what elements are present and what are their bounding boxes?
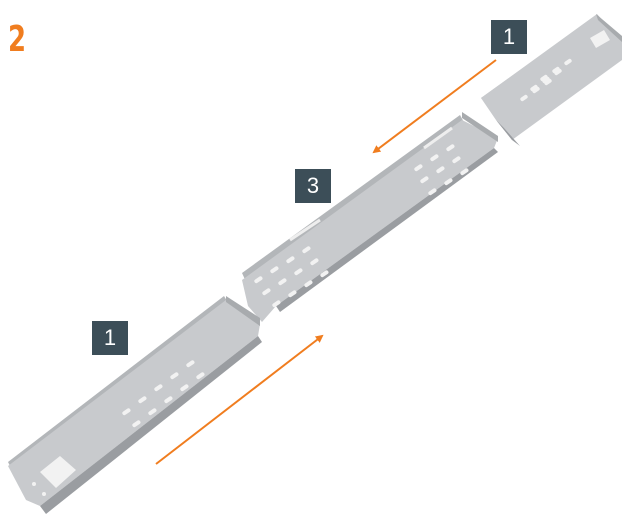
arrow-icon (372, 59, 497, 154)
arrow-icon (155, 334, 324, 465)
part-label-top: 1 (491, 20, 527, 54)
part-label-bottom: 1 (92, 321, 128, 355)
tray-segment-bottom (8, 296, 262, 514)
part-label-middle: 3 (295, 169, 331, 203)
part-label-bottom-text: 1 (103, 325, 117, 350)
tray-segment-middle (242, 112, 498, 322)
step-number: 2 (8, 19, 27, 60)
part-label-middle-text: 3 (306, 173, 320, 198)
part-label-top-text: 1 (502, 24, 516, 49)
tray-segment-top (481, 14, 622, 146)
